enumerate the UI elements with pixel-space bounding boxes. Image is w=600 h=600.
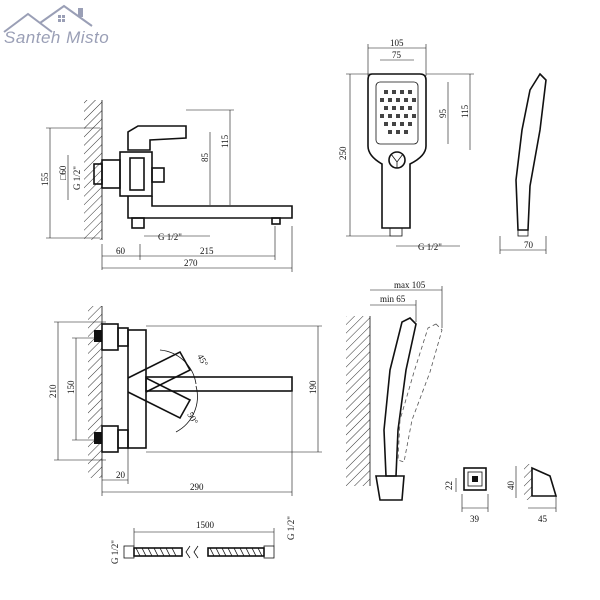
holder-view: max 105 min 65 22 39 40 45	[346, 280, 558, 524]
dim-60: 60	[116, 246, 126, 256]
brand-name: Santeh Misto	[4, 28, 110, 47]
wall-hatch-holder	[346, 316, 370, 486]
hose-left	[133, 547, 183, 557]
dim-115-shower: 115	[460, 104, 470, 118]
dim-190: 190	[308, 380, 318, 394]
dim-155: 155	[40, 172, 50, 186]
spout-top	[145, 376, 293, 392]
dim-215: 215	[200, 246, 214, 256]
mixer-handle	[127, 125, 187, 151]
hose-view: 1500 G 1/2" G 1/2"	[110, 516, 296, 564]
dim-70: 70	[524, 240, 534, 250]
dim-max-105: max 105	[394, 280, 426, 290]
dim-min-65: min 65	[380, 294, 406, 304]
dim-210: 210	[48, 384, 58, 398]
angle-50: 50°	[185, 410, 200, 426]
shower-tilted-dashed	[397, 323, 443, 463]
side-view: 155 □60 G 1/2" 85 115 G 1/2" 60 215 270	[40, 100, 293, 272]
dim-95: 95	[438, 109, 448, 119]
dim-75: 75	[392, 50, 402, 60]
dim-g12-side: G 1/2"	[72, 166, 82, 190]
top-view: 45° 50° 210 150 190 20 290	[48, 306, 322, 496]
angle-45: 45°	[195, 352, 210, 368]
shower-profile	[515, 72, 547, 231]
dim-g12-hose-left: G 1/2"	[110, 540, 120, 564]
dim-1500: 1500	[196, 520, 215, 530]
brand-logo: Santeh Misto	[0, 0, 140, 60]
dim-85: 85	[200, 153, 210, 163]
shower-in-holder	[383, 317, 417, 477]
mixer-body-top	[127, 329, 147, 449]
dim-g12-hose-right: G 1/2"	[286, 516, 296, 540]
mixer-spout	[127, 196, 293, 219]
dim-22: 22	[444, 481, 454, 490]
dim-g12-shower: G 1/2"	[418, 242, 442, 252]
dim-105: 105	[390, 38, 404, 48]
shower-head-outline	[367, 73, 427, 229]
house-roof-icon	[3, 4, 93, 33]
wall-connector	[101, 159, 121, 189]
dim-290: 290	[190, 482, 204, 492]
dim-39: 39	[470, 514, 480, 524]
dim-150: 150	[66, 380, 76, 394]
wall-hatch	[84, 100, 102, 240]
dim-270: 270	[184, 258, 198, 268]
holder-front	[463, 467, 487, 491]
dim-40: 40	[506, 481, 516, 491]
dim-square-60: □60	[58, 165, 68, 180]
holder-side	[531, 466, 558, 497]
dim-g12-outlet: G 1/2"	[158, 232, 182, 242]
dim-45: 45	[538, 514, 548, 524]
dim-250: 250	[338, 146, 348, 160]
hand-shower-view: 105 75 250 95 115 G 1/2" 70	[338, 38, 547, 254]
holder-bracket	[375, 475, 405, 501]
handle-rotated	[127, 350, 192, 393]
dim-115: 115	[220, 134, 230, 148]
dim-20: 20	[116, 470, 126, 480]
